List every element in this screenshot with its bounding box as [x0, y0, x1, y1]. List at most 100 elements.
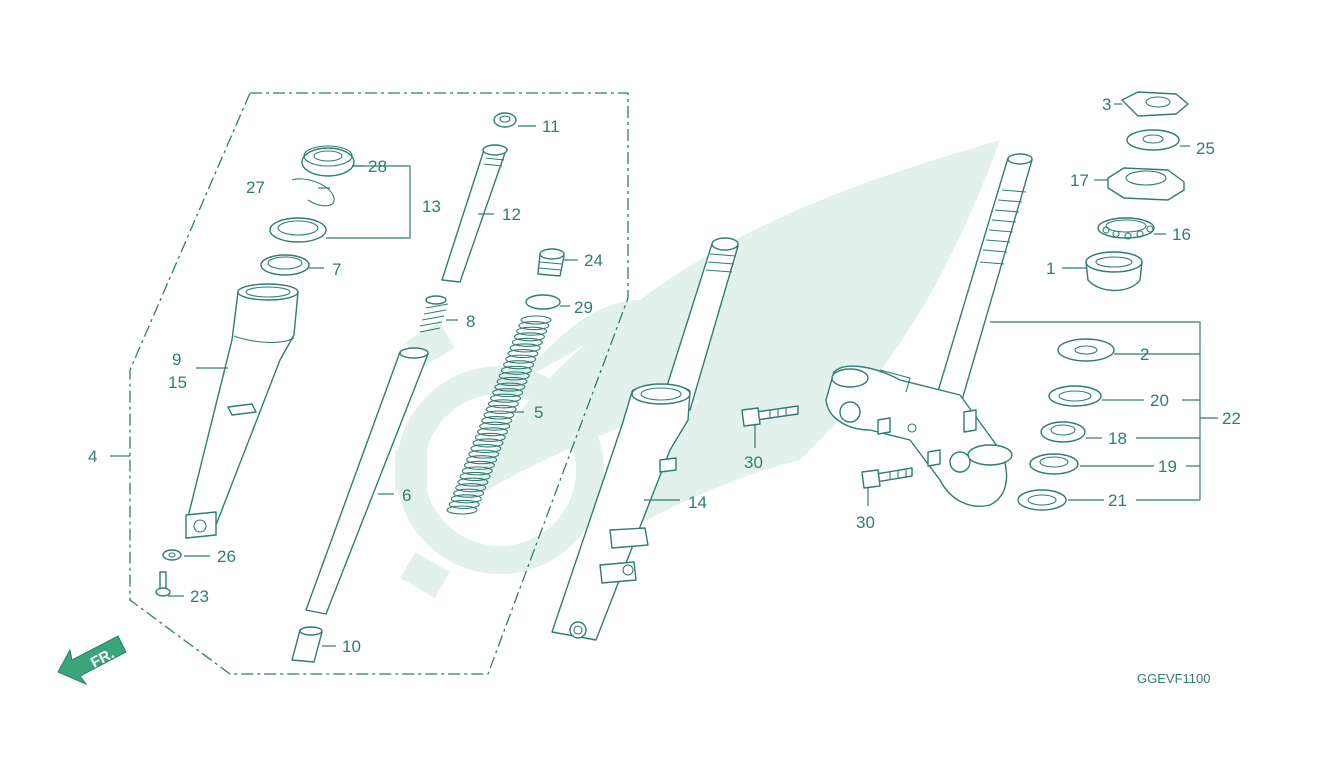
spring-coil	[505, 354, 537, 364]
callout-14: 14	[688, 493, 707, 512]
spring-coil	[516, 326, 548, 336]
spring-coil	[487, 399, 519, 409]
spring-coil	[518, 321, 550, 331]
spring-coil	[500, 365, 532, 375]
callout-21: 21	[1108, 491, 1127, 510]
spring-coil	[511, 337, 543, 347]
spring-coil	[498, 371, 530, 381]
socket-bolt-part	[155, 571, 171, 597]
spring-coil	[468, 449, 500, 459]
spring-coil	[474, 432, 506, 442]
steering-clamp-bolt-part	[861, 467, 913, 489]
callout-29: 29	[574, 298, 593, 317]
piston-ring-part	[493, 112, 517, 128]
spring-coil	[492, 388, 524, 398]
callout-5: 5	[534, 403, 543, 422]
callout-labels: 28 27 13 7 9 15 4 26 23 11 12 8 6 10 24 …	[88, 95, 1241, 656]
spring-coil	[481, 416, 513, 426]
steel-ball-race-lower-part	[1048, 385, 1102, 407]
circlip-part	[291, 178, 335, 207]
callout-8: 8	[466, 312, 475, 331]
spring-coil	[455, 483, 487, 493]
spring-coil	[472, 438, 504, 448]
drawing-code: GGEVF1100	[1137, 671, 1210, 686]
top-cone-race-part	[1085, 251, 1143, 292]
spring-coil	[448, 499, 480, 509]
callout-16: 16	[1172, 225, 1191, 244]
dust-seal-part	[1057, 338, 1115, 362]
spring-coil	[509, 343, 541, 353]
fork-slider-part	[185, 283, 299, 539]
rebound-spring-part	[419, 295, 449, 333]
fork-spring-part	[446, 315, 552, 515]
spring-coil	[446, 505, 478, 515]
spring-coil	[494, 382, 526, 392]
spring-coil	[463, 460, 495, 470]
callout-11: 11	[542, 117, 560, 136]
oil-lock-piece-part	[291, 626, 323, 663]
callout-28: 28	[368, 157, 387, 176]
callout-6: 6	[402, 486, 411, 505]
callout-9: 9	[172, 350, 181, 369]
callout-23: 23	[190, 587, 209, 606]
callout-22: 22	[1222, 409, 1241, 428]
spring-coil	[450, 494, 482, 504]
o-ring-part	[525, 294, 561, 310]
callout-7: 7	[332, 260, 341, 279]
steering-stem-part	[825, 153, 1033, 507]
spring-coil	[489, 393, 522, 403]
spring-coil	[466, 455, 498, 465]
callout-20: 20	[1150, 391, 1169, 410]
watermark-wing-logo	[395, 140, 1000, 598]
assembly-group-boundary	[129, 92, 629, 675]
spring-coil	[476, 427, 509, 437]
spring-coil	[457, 477, 489, 487]
steel-ball-race-part	[1097, 217, 1155, 240]
spring-coil	[520, 315, 552, 325]
spring-coil	[479, 421, 511, 431]
oil-seal-part	[301, 145, 355, 177]
callout-17: 17	[1070, 171, 1089, 190]
callout-13: 13	[422, 197, 441, 216]
callout-15: 15	[168, 373, 187, 392]
sealing-washer-part	[162, 549, 182, 561]
dust-ring-part	[260, 254, 310, 276]
dust-seal-lower-part	[1029, 453, 1079, 475]
washer-part	[1017, 489, 1067, 511]
fork-assembly-part	[551, 237, 739, 641]
spring-coil	[503, 360, 535, 370]
callout-1: 1	[1046, 259, 1055, 278]
front-direction-arrow: FR.	[57, 635, 127, 686]
callout-2: 2	[1140, 345, 1149, 364]
callout-10: 10	[342, 637, 361, 656]
leader-lines	[110, 103, 1218, 647]
spring-coil	[461, 466, 493, 476]
stem-nut-part	[1121, 91, 1189, 117]
callout-18: 18	[1108, 429, 1127, 448]
adjusting-nut-part	[1107, 167, 1185, 201]
callout-27: 27	[246, 178, 265, 197]
fork-pipe-part	[305, 347, 429, 615]
bottom-cone-race-part	[1040, 421, 1086, 443]
callout-25: 25	[1196, 139, 1215, 158]
spring-coil	[483, 410, 515, 420]
damper-rod-part	[441, 144, 508, 283]
callout-4: 4	[88, 447, 97, 466]
spring-coil	[470, 443, 502, 454]
fork-cap-bolt-part	[537, 248, 565, 277]
steering-clamp-bolt-part	[741, 405, 799, 427]
callout-3: 3	[1102, 95, 1111, 114]
callout-19: 19	[1158, 457, 1177, 476]
spring-coil	[513, 332, 546, 342]
spring-coil	[459, 471, 491, 482]
callout-30a: 30	[744, 453, 763, 472]
spring-coil	[507, 348, 539, 359]
spring-coil	[496, 376, 528, 387]
spring-coil	[485, 404, 517, 414]
callout-30b: 30	[856, 513, 875, 532]
callout-26: 26	[217, 547, 236, 566]
callout-12: 12	[502, 205, 521, 224]
callout-24: 24	[584, 251, 603, 270]
lock-washer-part	[1126, 129, 1180, 151]
